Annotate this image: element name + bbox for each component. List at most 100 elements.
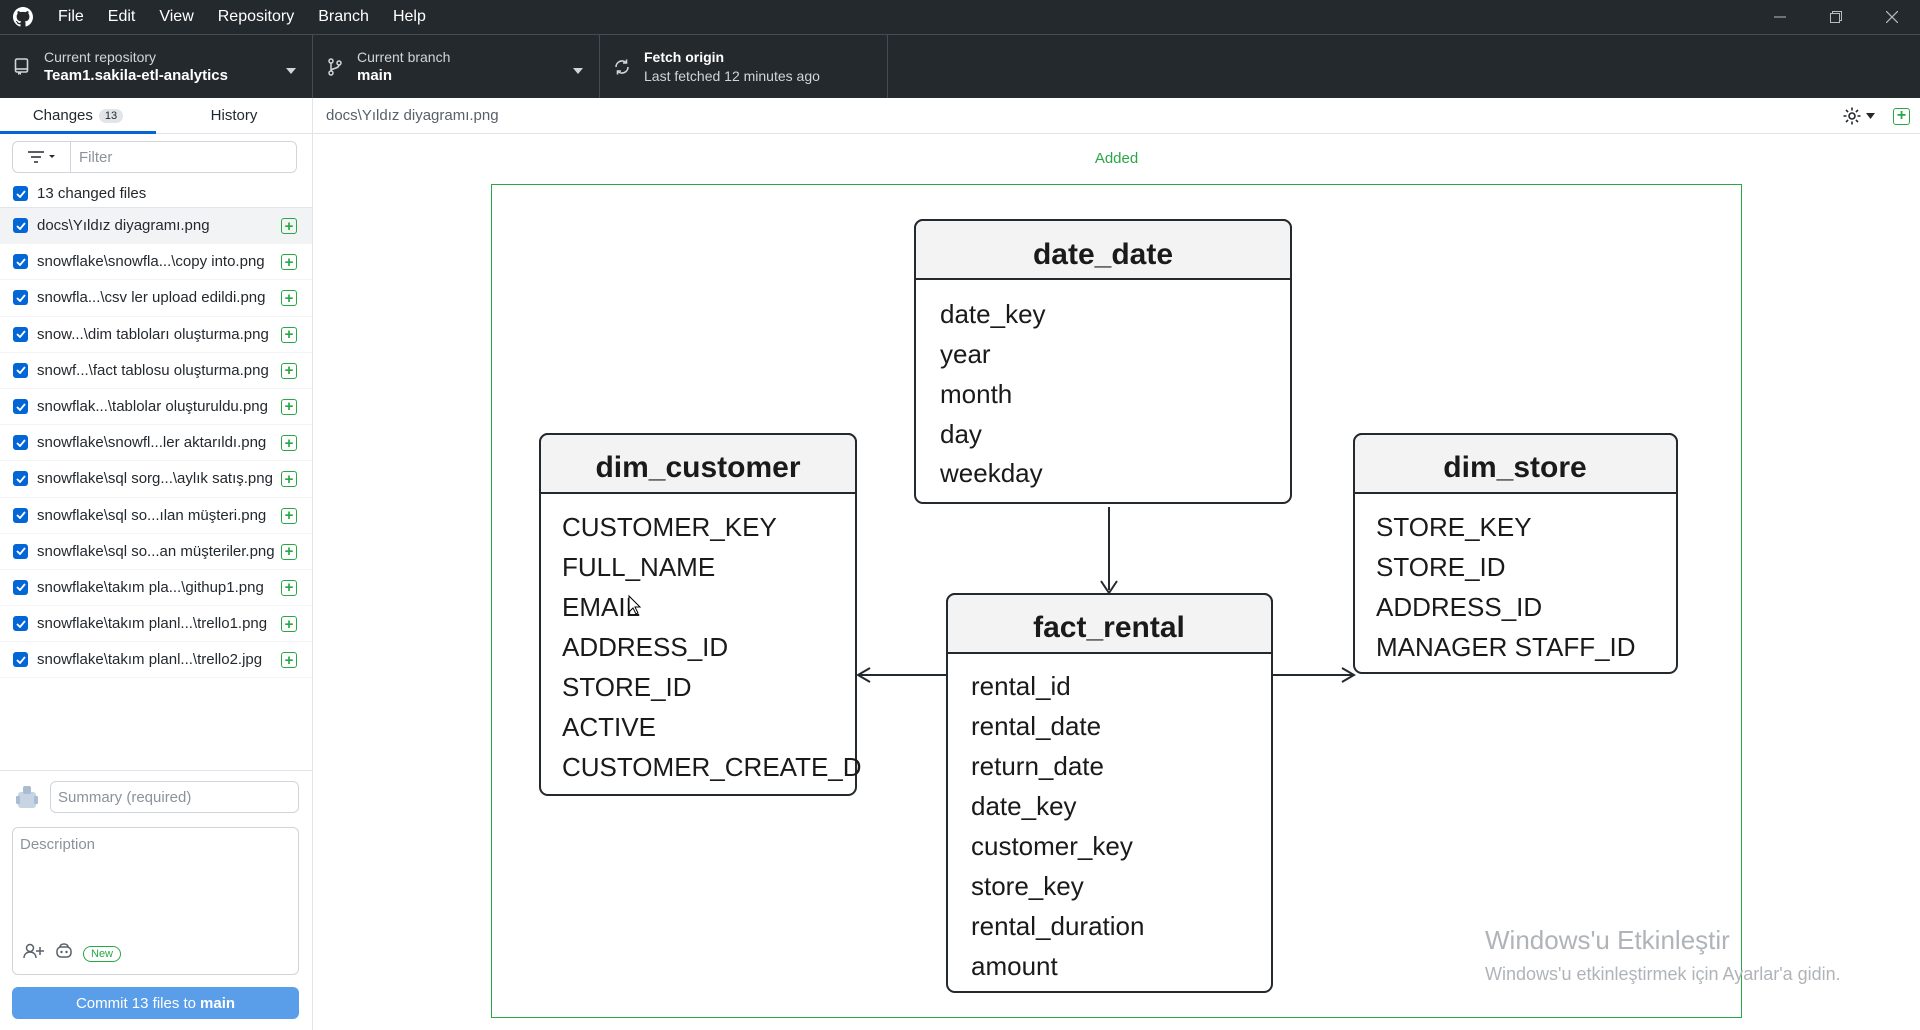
filter-icon: [27, 151, 55, 163]
branch-icon: [313, 57, 357, 76]
current-repository-button[interactable]: Current repository Team1.sakila-etl-anal…: [0, 35, 313, 98]
file-name: snowflake\sql sorg...\aylık satış.png: [37, 470, 273, 488]
file-checkbox[interactable]: [13, 290, 28, 306]
entity-title: date_date: [1033, 238, 1173, 271]
file-added-icon: +: [281, 579, 297, 596]
filter-input[interactable]: [70, 141, 297, 173]
watermark-subtitle: Windows'u etkinleştirmek için Ayarlar'a …: [1485, 964, 1841, 984]
description-field[interactable]: Description New: [12, 827, 299, 975]
file-checkbox[interactable]: [13, 254, 28, 270]
file-added-icon: +: [281, 398, 297, 415]
tab-changes[interactable]: Changes 13: [0, 98, 156, 134]
sidebar-tabs: Changes 13 History: [0, 98, 312, 134]
menu-bar: File Edit View Repository Branch Help: [46, 0, 438, 34]
close-icon: [1886, 11, 1898, 23]
repo-label: Current repository: [44, 49, 157, 65]
file-name: snowfla...\csv ler upload edildi.png: [37, 289, 266, 307]
arrow-head-icon: [856, 667, 871, 683]
file-list-item[interactable]: snowflake\sql so...ılan müşteri.png+: [0, 498, 312, 534]
current-branch-button[interactable]: Current branch main: [313, 35, 600, 98]
file-added-icon: +: [281, 326, 297, 343]
entity-title: dim_customer: [595, 451, 800, 484]
file-name: snowflake\snowfla...\copy into.png: [37, 253, 265, 271]
fetch-origin-button[interactable]: Fetch origin Last fetched 12 minutes ago: [600, 35, 888, 98]
file-checkbox[interactable]: [13, 326, 28, 342]
entity-field: return_date: [971, 751, 1104, 781]
summary-input[interactable]: [50, 781, 299, 813]
file-list-item[interactable]: snowflake\takım planl...\trello2.jpg+: [0, 642, 312, 679]
minimize-icon: [1774, 16, 1786, 18]
toolbar: Current repository Team1.sakila-etl-anal…: [0, 34, 1920, 98]
file-name: snowflake\takım pla...\githup1.png: [37, 578, 264, 596]
file-list-item[interactable]: snowfla...\csv ler upload edildi.png+: [0, 280, 312, 317]
entity-field: ADDRESS_ID: [562, 632, 728, 662]
file-checkbox[interactable]: [13, 218, 28, 234]
copilot-icon[interactable]: [55, 943, 73, 964]
star-schema-diagram: date_date date_key year month day weekda…: [539, 219, 1678, 993]
file-added-icon: +: [281, 652, 297, 669]
file-list-item[interactable]: snowflake\snowfl...ler aktarıldı.png+: [0, 425, 312, 462]
commit-area: Description New Commit 13 files to main: [0, 770, 312, 1030]
entity-field: MANAGER STAFF_ID: [1376, 632, 1636, 662]
arrow-head-icon: [1341, 667, 1356, 683]
entity-date-date: date_date date_key year month day weekda…: [914, 219, 1292, 504]
menu-branch[interactable]: Branch: [318, 8, 369, 25]
menu-view[interactable]: View: [159, 8, 194, 25]
file-list-item[interactable]: snowflak...\tablolar oluşturuldu.png +: [0, 389, 312, 426]
menu-edit[interactable]: Edit: [107, 8, 136, 25]
window-controls: [1752, 0, 1920, 34]
file-name: snowflak...\tablolar oluşturuldu.png: [37, 398, 268, 416]
file-checkbox[interactable]: [13, 652, 28, 668]
file-checkbox[interactable]: [13, 362, 28, 378]
file-checkbox[interactable]: [13, 616, 28, 632]
entity-title: dim_store: [1443, 451, 1586, 484]
file-checkbox[interactable]: [13, 471, 28, 487]
tab-changes-label: Changes: [32, 107, 93, 124]
commit-button[interactable]: Commit 13 files to main: [12, 987, 299, 1019]
filter-options-button[interactable]: [12, 141, 70, 173]
filter-row: [0, 134, 312, 180]
file-list-item[interactable]: snowflake\sql sorg...\aylık satış.png+: [0, 461, 312, 498]
menu-file[interactable]: File: [58, 8, 84, 25]
file-added-icon: +: [281, 543, 297, 560]
select-all-checkbox[interactable]: [13, 186, 28, 201]
entity-fact-rental: fact_rental rental_id rental_date return…: [946, 593, 1273, 993]
image-status-label: Added: [1094, 150, 1139, 167]
entity-field: date_key: [940, 299, 1046, 329]
file-checkbox[interactable]: [13, 507, 28, 523]
file-added-icon: +: [281, 616, 297, 633]
file-list-item[interactable]: snowflake\snowfla...\copy into.png+: [0, 244, 312, 281]
file-name: docs\Yıldız diyagramı.png: [37, 217, 210, 235]
menu-repository[interactable]: Repository: [217, 8, 295, 25]
entity-field: ADDRESS_ID: [1376, 592, 1542, 622]
file-list-item[interactable]: docs\Yıldız diyagramı.png+: [0, 208, 312, 245]
file-checkbox[interactable]: [13, 543, 28, 559]
menu-help[interactable]: Help: [392, 8, 426, 25]
entity-field: rental_date: [971, 711, 1101, 741]
description-placeholder: Description: [20, 836, 96, 853]
entity-field: month: [940, 379, 1012, 409]
fetch-label: Fetch origin: [644, 49, 725, 65]
restore-button[interactable]: [1808, 0, 1864, 34]
watermark-title: Windows'u Etkinleştir: [1485, 925, 1730, 955]
caret-down-icon: [286, 61, 296, 79]
file-list-item[interactable]: snowflake\sql so...an müşteriler.png+: [0, 534, 312, 570]
file-checkbox[interactable]: [13, 435, 28, 451]
diff-view: docs\Yıldız diyagramı.png + Added date_d…: [313, 98, 1920, 1030]
file-list-item[interactable]: snowflake\takım planl...\trello1.png+: [0, 606, 312, 643]
diff-settings-button[interactable]: [1842, 106, 1875, 126]
tab-history[interactable]: History: [156, 98, 312, 133]
file-list-item[interactable]: snow...\dim tabloları oluşturma.png+: [0, 317, 312, 353]
entity-field: weekday: [939, 458, 1043, 488]
file-checkbox[interactable]: [13, 399, 28, 415]
file-list-item[interactable]: snowf...\fact tablosu oluşturma.png+: [0, 353, 312, 389]
file-checkbox[interactable]: [13, 579, 28, 595]
select-all-row[interactable]: 13 changed files: [0, 180, 312, 208]
tab-history-label: History: [210, 107, 258, 124]
add-coauthor-icon[interactable]: [23, 943, 45, 964]
file-list-item[interactable]: snowflake\takım pla...\githup1.png +: [0, 570, 312, 607]
minimize-button[interactable]: [1752, 0, 1808, 34]
close-button[interactable]: [1864, 0, 1920, 34]
sidebar: Changes 13 History 13 changed files docs…: [0, 98, 313, 1030]
branch-label: Current branch: [357, 49, 451, 65]
